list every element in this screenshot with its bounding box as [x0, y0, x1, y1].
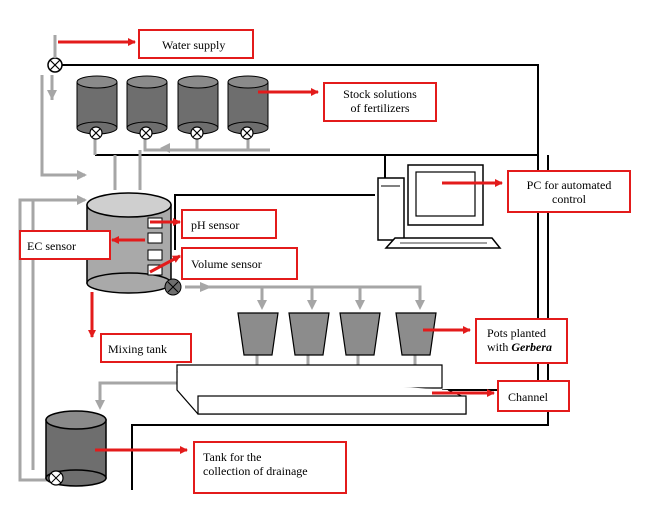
pc-text-2: control [552, 192, 586, 206]
gerbera-text: Gerbera [511, 340, 553, 354]
channel-text: Channel [508, 390, 548, 404]
pots-label: Pots planted with Gerbera [475, 318, 568, 364]
stock-solutions-text-2: of fertilizers [350, 101, 410, 115]
stock-solutions-label: Stock solutions of fertilizers [323, 82, 437, 122]
stock-tanks [76, 75, 269, 135]
pot [339, 312, 381, 356]
pump-valve-icon [164, 278, 182, 296]
pot [237, 312, 279, 356]
pc-icon [377, 164, 502, 249]
pc-text-1: PC for automated [526, 178, 612, 192]
ph-sensor-text: pH sensor [191, 218, 240, 232]
water-supply-text: Water supply [162, 38, 226, 52]
stock-valve-icons [89, 126, 254, 140]
volume-sensor-label: Volume sensor [181, 247, 298, 280]
channel-label: Channel [497, 380, 570, 412]
ph-sensor-label: pH sensor [181, 209, 277, 239]
stock-tank [177, 75, 219, 135]
drainage-tank-label: Tank for the collection of drainage [193, 441, 347, 494]
pc-label: PC for automated control [507, 170, 631, 213]
mixing-tank-text: Mixing tank [108, 342, 167, 356]
drainage-text-2: collection of drainage [203, 464, 308, 478]
stock-tank [227, 75, 269, 135]
drainage-text-1: Tank for the [203, 450, 262, 464]
volume-sensor-text: Volume sensor [191, 257, 262, 271]
callout-arrows [58, 38, 503, 454]
stock-solutions-text-1: Stock solutions [343, 87, 417, 101]
ec-sensor-label: EC sensor [19, 230, 111, 260]
pots [237, 312, 437, 356]
pot [288, 312, 330, 356]
ec-sensor-text: EC sensor [27, 239, 76, 253]
water-supply-label: Water supply [138, 29, 254, 59]
pots-text-1: Pots planted [487, 326, 546, 340]
mixing-tank-label: Mixing tank [100, 333, 192, 363]
channel [176, 364, 467, 415]
mixing-tank [86, 192, 172, 294]
drain-valve-icon [48, 470, 64, 486]
pots-text-2: with Gerbera [487, 340, 560, 354]
stock-tank [76, 75, 118, 135]
water-supply-valve-icon [47, 57, 63, 73]
pots-text-2-prefix: with [487, 340, 512, 354]
stock-tank [126, 75, 168, 135]
pot [395, 312, 437, 356]
